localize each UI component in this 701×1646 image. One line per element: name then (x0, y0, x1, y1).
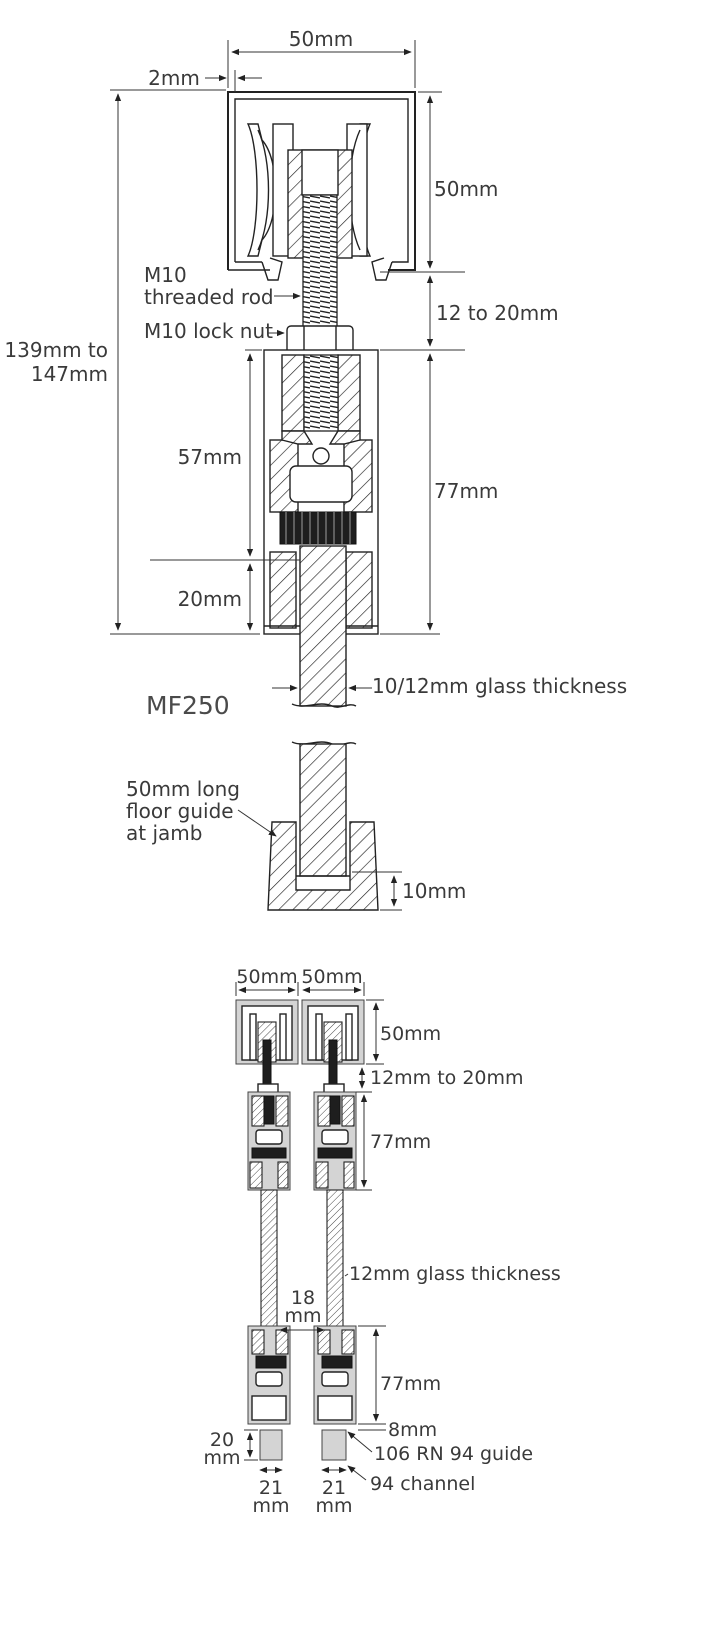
glass-panel-bottom (299, 743, 347, 877)
rod-label-line1: M10 (144, 263, 187, 287)
nut-label: M10 lock nut (144, 319, 273, 343)
axle-bore (301, 149, 339, 196)
width1-line1: 21 (259, 1477, 283, 1499)
guide-label: 106 RN 94 guide (374, 1443, 533, 1465)
glass-label: 10/12mm glass thickness (372, 674, 627, 698)
double-glass-label: 12mm glass thickness (349, 1263, 561, 1285)
floor-guide-leader (237, 809, 277, 837)
track-height-label: 50mm (434, 177, 498, 201)
width2-line1: 21 (322, 1477, 346, 1499)
width-label: 50mm (289, 27, 353, 51)
spacing-label-line1: 18 (291, 1287, 315, 1309)
hanger-height-label: 77mm (434, 479, 498, 503)
wall-label: 2mm (148, 66, 200, 90)
threaded-rod (302, 194, 338, 331)
double-track-left (235, 999, 299, 1065)
double-width-right-label: 50mm (301, 966, 362, 988)
model-label: MF250 (146, 691, 230, 720)
double-height-line1: 20 (210, 1429, 234, 1451)
floor-guide-line3: at jamb (126, 821, 202, 845)
right-door-assembly (313, 1039, 357, 1461)
spacing-label-line2: mm (284, 1305, 321, 1327)
floor-depth-label: 10mm (402, 879, 466, 903)
double-track-section: 50mm 50mm 50mm 12mm to 20mm 77mm 12mm gl… (203, 966, 560, 1517)
floor-guide (267, 821, 379, 911)
lock-nut (286, 325, 354, 355)
channel-label: 94 channel (370, 1473, 475, 1495)
width1-line2: mm (252, 1495, 289, 1517)
double-hanger-bottom-label: 77mm (380, 1373, 441, 1395)
double-width-left-label: 50mm (236, 966, 297, 988)
double-track-height-label: 50mm (380, 1023, 441, 1045)
left-wheel (246, 123, 294, 257)
gap-label: 12 to 20mm (436, 301, 559, 325)
rod-label-line2: threaded rod (144, 285, 274, 309)
floor-guide-line1: 50mm long (126, 777, 240, 801)
clamp-label: 57mm (178, 445, 242, 469)
channel-leader (347, 1465, 367, 1481)
floor-guide-section: 50mm long floor guide at jamb 10mm (126, 741, 466, 911)
glass-panel-top (299, 545, 347, 707)
double-height-line2: mm (203, 1447, 240, 1469)
double-gap-label: 12mm to 20mm (370, 1067, 524, 1089)
aluminium-track (227, 91, 416, 281)
lower-label: 20mm (178, 587, 242, 611)
clearance-label: 8mm (388, 1419, 437, 1441)
left-door-assembly (247, 1039, 291, 1461)
floor-guide-line2: floor guide (126, 799, 234, 823)
width2-line2: mm (315, 1495, 352, 1517)
overall-label-line2: 147mm (31, 362, 108, 386)
overall-label-line1: 139mm to (4, 338, 108, 362)
mf250-section: 50mm 2mm 50mm 12 to 20mm 77mm M10 thread… (4, 27, 627, 720)
guide-leader (347, 1431, 373, 1453)
break-line-top (291, 703, 357, 708)
double-hanger-top-label: 77mm (370, 1131, 431, 1153)
